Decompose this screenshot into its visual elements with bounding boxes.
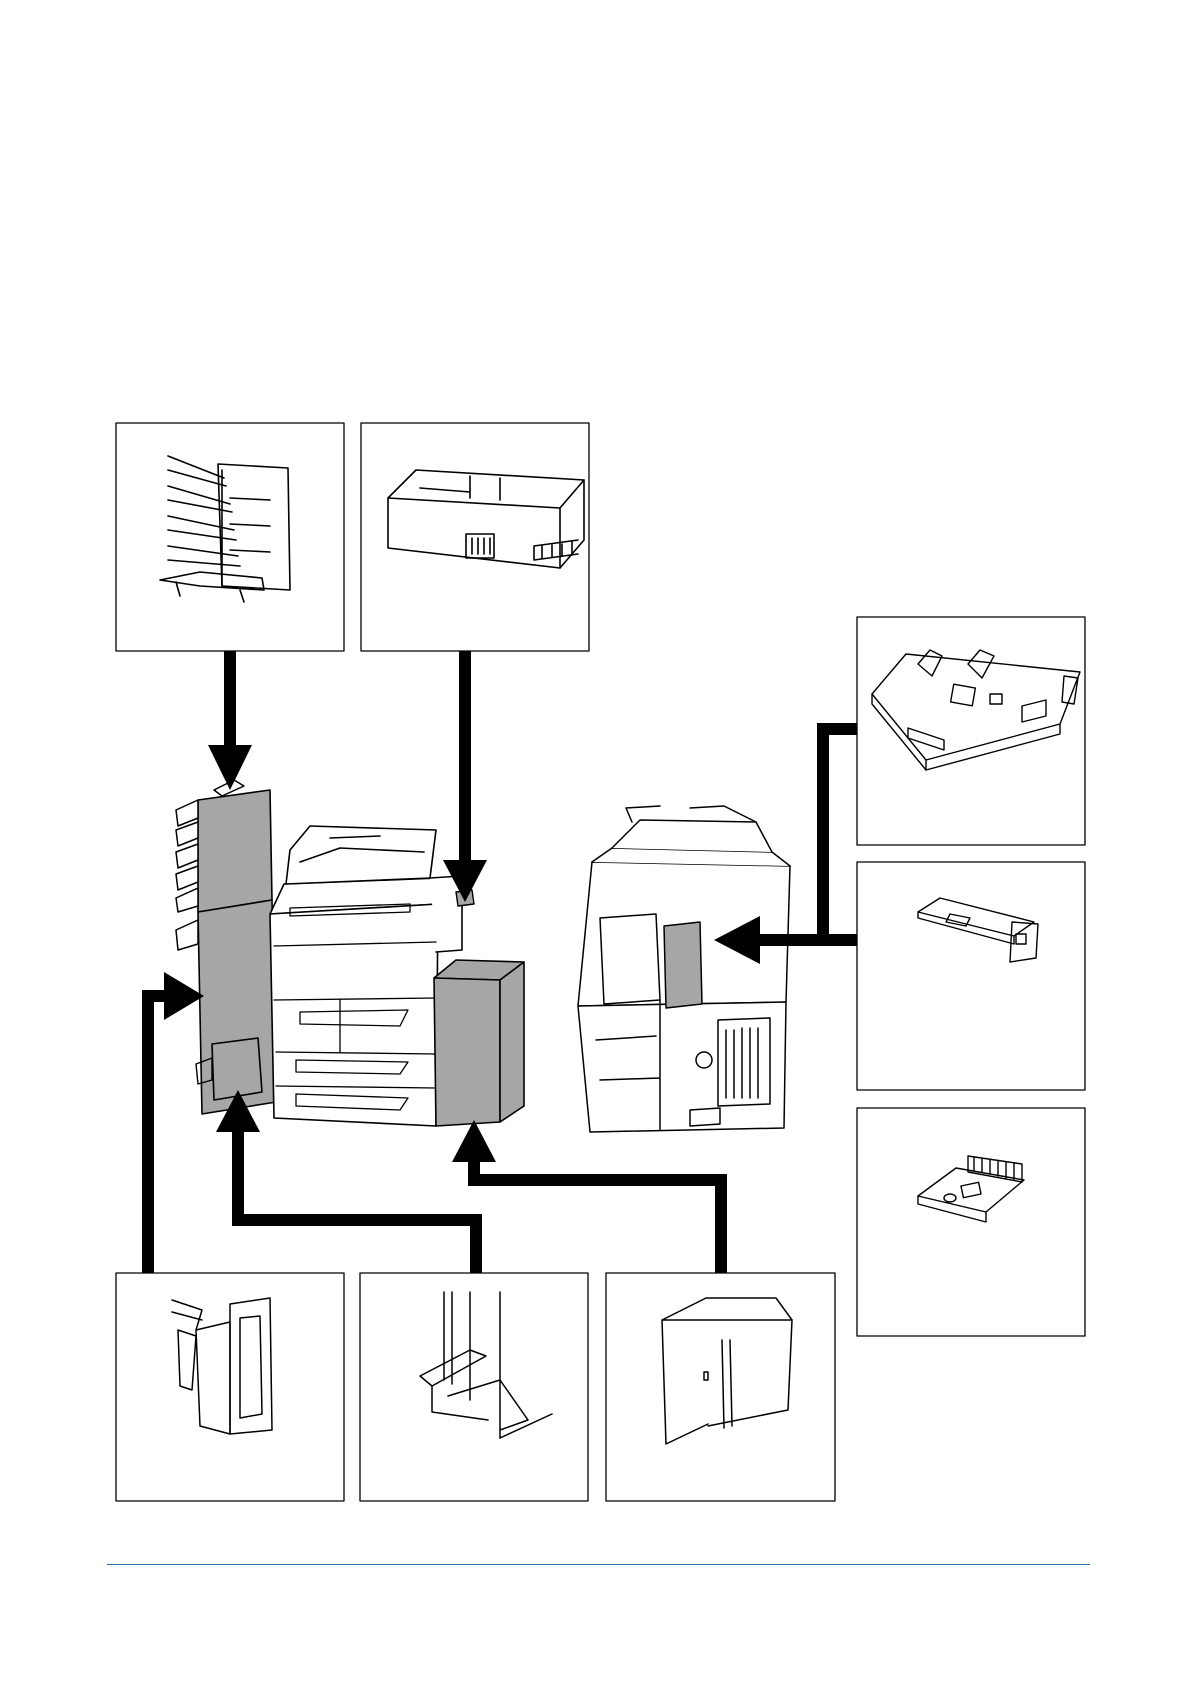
punch-unit-box-icon <box>388 470 584 568</box>
side-feeder-panel <box>606 1273 835 1501</box>
multi-tray-mailbox-icon <box>160 456 290 602</box>
network-card-panel <box>857 862 1085 1090</box>
network-interface-card-icon <box>918 898 1038 962</box>
copier-with-finisher-and-side-feeder-icon <box>176 780 524 1126</box>
security-chip-panel <box>857 1108 1085 1336</box>
printer-board-panel <box>857 617 1085 845</box>
mailbox-panel <box>116 423 344 651</box>
center-fold-unit-icon <box>420 1292 552 1438</box>
document-finisher-icon <box>172 1298 272 1434</box>
copier-rear-view-icon <box>578 806 790 1132</box>
printer-controller-board-icon <box>872 650 1080 770</box>
side-paper-feeder-icon <box>662 1298 792 1444</box>
center-fold-panel <box>360 1273 588 1501</box>
footer-rule <box>107 1564 1090 1565</box>
data-security-chip-icon <box>918 1156 1024 1222</box>
punch-unit-panel <box>361 423 589 651</box>
